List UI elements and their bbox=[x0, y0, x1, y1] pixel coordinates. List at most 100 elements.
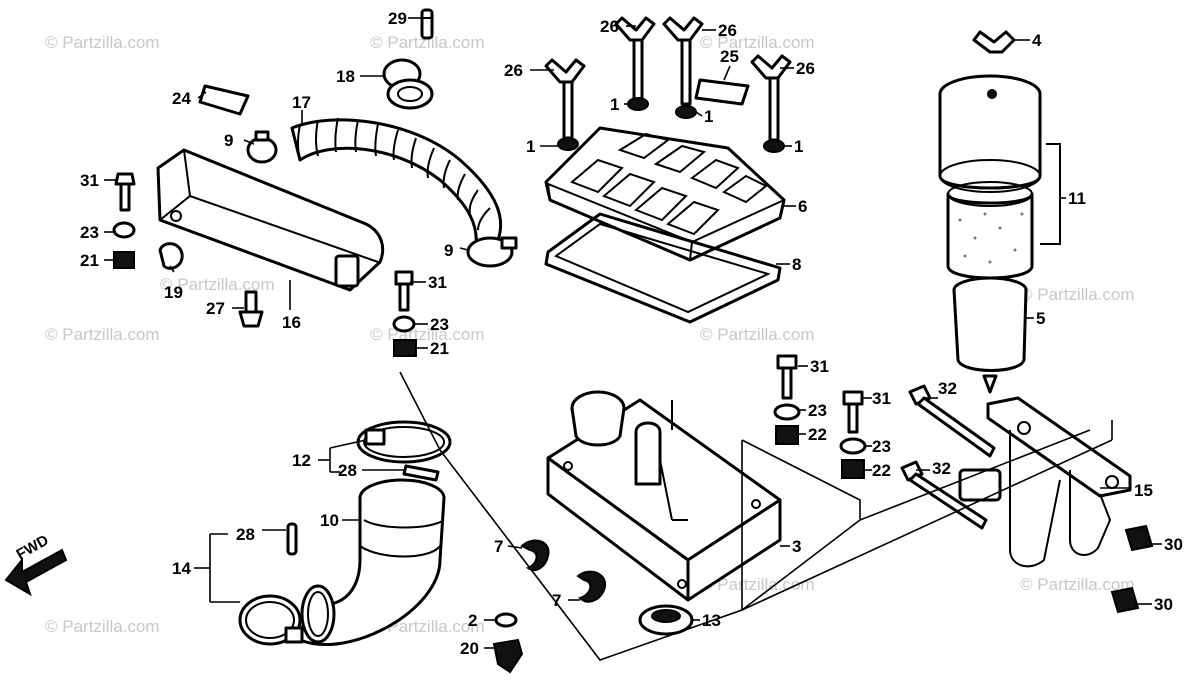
callout-32: 32 bbox=[932, 459, 951, 478]
callout-21: 21 bbox=[80, 251, 99, 270]
watermark: © Partzilla.com bbox=[1020, 575, 1135, 594]
grommet-22-right-b bbox=[841, 459, 865, 479]
screw-28-upper bbox=[402, 464, 440, 482]
watermark: © Partzilla.com bbox=[45, 325, 160, 344]
callout-26: 26 bbox=[796, 59, 815, 78]
grommet-21-left bbox=[113, 251, 135, 269]
callout-19: 19 bbox=[164, 283, 183, 302]
callout-1: 1 bbox=[526, 137, 535, 156]
wing-bolt-26-d bbox=[750, 54, 792, 153]
inner-element-5 bbox=[952, 276, 1028, 394]
gasket-8 bbox=[544, 212, 782, 324]
grommet-22-right-a bbox=[775, 425, 799, 445]
callout-6: 6 bbox=[798, 197, 807, 216]
callout-1: 1 bbox=[704, 107, 713, 126]
callout-31: 31 bbox=[872, 389, 891, 408]
clip-18 bbox=[382, 58, 434, 110]
callout-13: 13 bbox=[702, 611, 721, 630]
callout-24: 24 bbox=[172, 89, 191, 108]
callout-29: 29 bbox=[388, 9, 407, 28]
elbow-10 bbox=[298, 478, 446, 646]
callout-23: 23 bbox=[808, 401, 827, 420]
callout-7: 7 bbox=[494, 537, 503, 556]
callout-32: 32 bbox=[938, 379, 957, 398]
callout-16: 16 bbox=[282, 313, 301, 332]
watermark: © Partzilla.com bbox=[700, 33, 815, 52]
callout-1: 1 bbox=[794, 137, 803, 156]
intake-duct-16 bbox=[156, 148, 385, 292]
oring-2 bbox=[494, 612, 518, 628]
callout-30: 30 bbox=[1154, 595, 1173, 614]
clamp-9-top bbox=[246, 130, 278, 164]
wing-nut-4 bbox=[972, 30, 1016, 54]
callout-15: 15 bbox=[1134, 481, 1153, 500]
wing-bolt-26-b bbox=[662, 16, 704, 119]
watermark: © Partzilla.com bbox=[700, 325, 815, 344]
callout-22: 22 bbox=[808, 425, 827, 444]
callout-2: 2 bbox=[468, 611, 477, 630]
washer-23-center bbox=[392, 315, 416, 333]
callout-5: 5 bbox=[1036, 309, 1045, 328]
callout-28: 28 bbox=[338, 461, 357, 480]
clip-7-lower bbox=[576, 570, 607, 603]
bracket-11 bbox=[1040, 143, 1061, 245]
grommet-21-center bbox=[393, 339, 417, 357]
callout-3: 3 bbox=[792, 537, 801, 556]
callout-12: 12 bbox=[292, 451, 311, 470]
callout-26: 26 bbox=[600, 17, 619, 36]
callout-1: 1 bbox=[610, 95, 619, 114]
screw-27 bbox=[238, 290, 264, 328]
callout-22: 22 bbox=[872, 461, 891, 480]
callout-leaders bbox=[104, 17, 1162, 649]
bolt-31-right-a bbox=[776, 354, 798, 400]
cleaner-cover-6 bbox=[544, 126, 786, 262]
label-24 bbox=[198, 84, 250, 116]
watermark: © Partzilla.com bbox=[45, 33, 160, 52]
callout-9: 9 bbox=[444, 241, 453, 260]
callout-23: 23 bbox=[430, 315, 449, 334]
callout-30: 30 bbox=[1164, 535, 1183, 554]
clip-7-upper bbox=[520, 539, 550, 572]
washer-23-left bbox=[112, 221, 136, 239]
callout-27: 27 bbox=[206, 299, 225, 318]
callout-31: 31 bbox=[80, 171, 99, 190]
clip-19 bbox=[158, 242, 184, 270]
callout-8: 8 bbox=[792, 255, 801, 274]
nut-30-upper bbox=[1124, 524, 1154, 552]
gasket-8-inner bbox=[553, 222, 771, 314]
screw-29 bbox=[420, 8, 434, 40]
washer-23-right-b bbox=[839, 437, 867, 455]
callout-numbers: 29 26 26 18 26 25 26 4 24 17 1 1 9 1 1 3… bbox=[80, 9, 1183, 658]
plug-20 bbox=[492, 638, 524, 674]
callout-18: 18 bbox=[336, 67, 355, 86]
watermark: © Partzilla.com bbox=[160, 275, 275, 294]
callout-14: 14 bbox=[172, 559, 191, 578]
washer-23-right-a bbox=[773, 403, 801, 421]
watermark: © Partzilla.com bbox=[370, 325, 485, 344]
watermark: © Partzilla.com bbox=[1020, 285, 1135, 304]
cleaner-case-3 bbox=[546, 390, 782, 602]
callout-17: 17 bbox=[292, 93, 311, 112]
element-speckle bbox=[958, 212, 1024, 264]
watermark: © Partzilla.com bbox=[370, 33, 485, 52]
callout-4: 4 bbox=[1032, 31, 1042, 50]
wing-bolt-26-a bbox=[614, 16, 656, 111]
callout-26: 26 bbox=[504, 61, 523, 80]
callout-31: 31 bbox=[428, 273, 447, 292]
callout-25: 25 bbox=[720, 47, 739, 66]
fwd-arrow: FWD bbox=[4, 532, 68, 597]
clamp-14 bbox=[238, 594, 304, 646]
nut-30-lower bbox=[1110, 586, 1140, 614]
bolt-32-lower bbox=[900, 460, 988, 530]
assembly-lines bbox=[399, 371, 1113, 661]
screw-28-lower bbox=[286, 522, 298, 556]
callout-20: 20 bbox=[460, 639, 479, 658]
bracket-15 bbox=[958, 396, 1132, 568]
callout-10: 10 bbox=[320, 511, 339, 530]
bolt-32-upper bbox=[908, 384, 996, 458]
bolt-31-right-b bbox=[842, 390, 864, 434]
callout-11: 11 bbox=[1068, 189, 1086, 208]
clamp-9-lower bbox=[466, 236, 518, 268]
callout-9: 9 bbox=[224, 131, 233, 150]
